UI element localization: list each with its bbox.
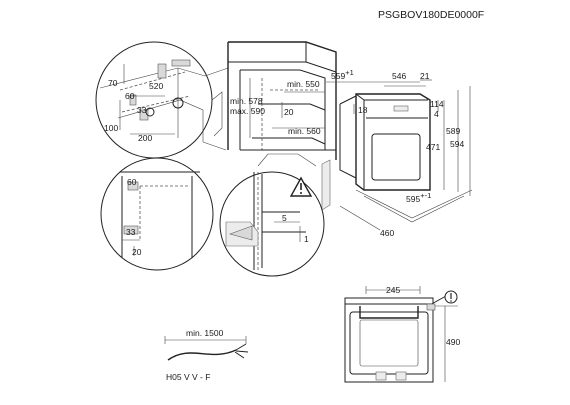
label-200: 200 xyxy=(138,133,152,143)
front-label-490: 490 xyxy=(446,337,460,347)
label-min-578: min. 578 xyxy=(230,96,263,106)
cabinet-drawing: min. 550 min. 578 max. 590 20 min. 560 xyxy=(227,41,337,211)
label-20: 20 xyxy=(284,107,294,117)
label-min-560: min. 560 xyxy=(288,126,321,136)
cable-drawing: min. 1500 H05 V V - F xyxy=(164,328,249,382)
corner-detail-circle: 60 33 20 xyxy=(100,157,214,271)
cable-type: H05 V V - F xyxy=(166,372,210,382)
oven-drawing: 559+1 546 21 18 114 4 471 589 594 595+-1… xyxy=(326,68,473,238)
oven-label-589: 589 xyxy=(446,126,460,136)
cabinet-detail-circle: 70 60 520 33 100 200 xyxy=(95,41,213,159)
cable-min-length: min. 1500 xyxy=(186,328,224,338)
oven-label-594: 594 xyxy=(450,139,464,149)
clip-label-5: 5 xyxy=(282,213,287,223)
oven-label-114: 114 xyxy=(430,99,444,109)
label-33: 33 xyxy=(137,105,147,115)
oven-label-4: 4 xyxy=(434,109,439,119)
corner-label-60: 60 xyxy=(127,177,137,187)
label-min-550: min. 550 xyxy=(287,79,320,89)
warning-circle-icon xyxy=(444,290,458,304)
oven-label-546: 546 xyxy=(392,71,406,81)
oven-label-21: 21 xyxy=(420,71,430,81)
label-520: 520 xyxy=(149,81,163,91)
oven-label-595: 595+-1 xyxy=(406,191,431,204)
drawing-code: PSGBOV180DE0000F xyxy=(378,9,484,21)
label-70: 70 xyxy=(108,78,118,88)
clip-detail-circle: 5 1 xyxy=(219,171,325,277)
oven-label-559: 559+1 xyxy=(331,68,354,81)
corner-label-20: 20 xyxy=(132,247,142,257)
front-label-245: 245 xyxy=(386,285,400,295)
clip-label-1: 1 xyxy=(304,234,309,244)
front-view-drawing: 245 490 xyxy=(344,285,460,383)
oven-label-18: 18 xyxy=(358,105,368,115)
corner-label-33: 33 xyxy=(126,227,136,237)
label-max-590: max. 590 xyxy=(230,106,265,116)
oven-label-460: 460 xyxy=(380,228,394,238)
oven-label-471: 471 xyxy=(426,142,440,152)
label-100: 100 xyxy=(104,123,118,133)
label-60: 60 xyxy=(125,91,135,101)
warning-triangle-icon xyxy=(289,176,313,197)
